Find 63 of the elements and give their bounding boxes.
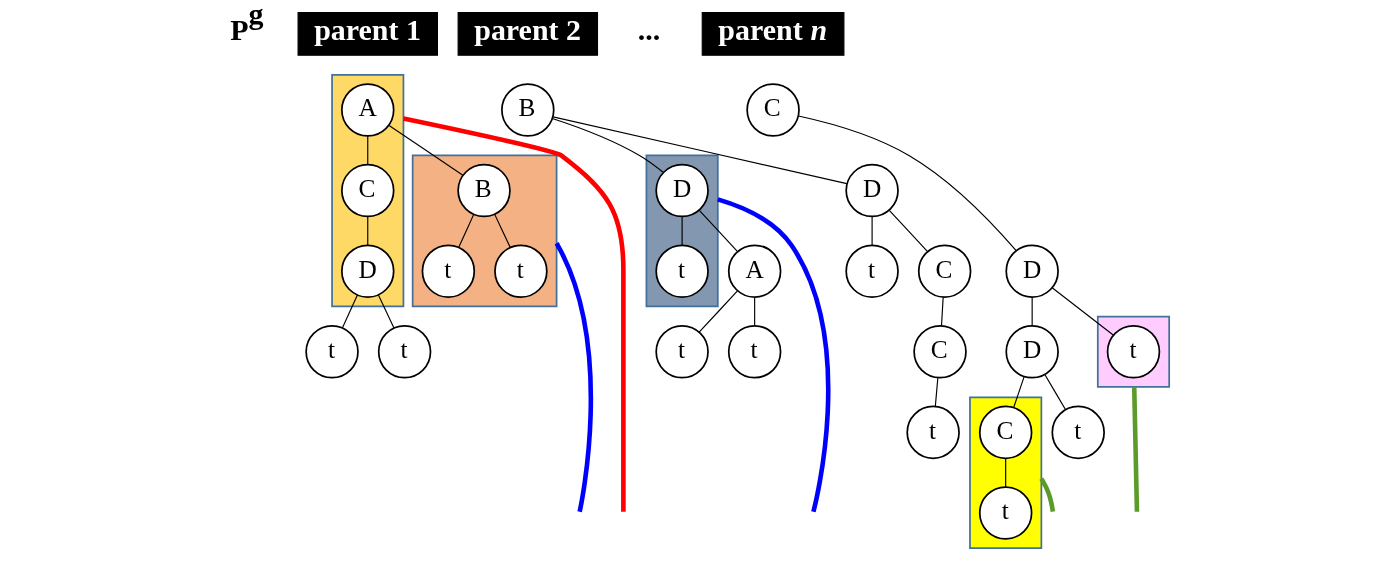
connector [367, 135, 369, 166]
connector [871, 215, 873, 246]
node-circle: D [655, 163, 709, 218]
cluster [969, 396, 1043, 549]
connector [388, 124, 464, 176]
node-circle: t [494, 244, 548, 298]
node-circle: C [917, 244, 972, 298]
cluster [411, 154, 558, 308]
node-circle: B [457, 163, 511, 218]
connector [377, 294, 395, 329]
node-circle: C [978, 405, 1033, 460]
node-circle: B [501, 83, 555, 137]
node-circle: t [305, 325, 359, 379]
connector [458, 213, 475, 248]
node-circle: C [340, 163, 395, 218]
node-circle: t [1106, 325, 1161, 379]
node-circle: D [340, 244, 395, 298]
node-circle: t [655, 244, 709, 298]
connector [1044, 374, 1067, 411]
node-circle: A [727, 244, 782, 298]
connector [494, 213, 511, 248]
connector [698, 209, 739, 253]
node-circle: D [1005, 244, 1059, 298]
connector [341, 294, 358, 329]
cluster [1096, 315, 1171, 388]
connector [1131, 386, 1140, 512]
node-circle: t [906, 405, 960, 460]
connector [552, 116, 848, 185]
node-circle: A [340, 83, 395, 137]
label: ... [637, 13, 661, 47]
node-circle: C [913, 325, 967, 379]
connector [717, 197, 831, 513]
node-circle: t [978, 486, 1033, 540]
connector [1005, 457, 1007, 488]
node-circle: t [655, 325, 709, 379]
node-circle: D [845, 163, 899, 218]
connector [940, 296, 944, 327]
node-circle: t [727, 325, 782, 379]
connector [1013, 376, 1025, 409]
connector [797, 115, 1017, 252]
connector [1031, 296, 1033, 327]
node-box: parent 2 [457, 12, 599, 56]
connector [681, 215, 683, 246]
node-box: parent n [701, 12, 845, 56]
connector [402, 116, 626, 512]
connector [754, 296, 756, 327]
node-circle: t [377, 325, 432, 379]
connector [551, 117, 664, 173]
cluster [645, 154, 719, 308]
node-circle: D [1005, 325, 1059, 379]
connector [1039, 477, 1056, 513]
connector [554, 242, 593, 513]
node-circle: t [845, 244, 899, 298]
node-circle: t [1051, 405, 1105, 460]
connector [934, 377, 939, 407]
node-circle: C [746, 83, 800, 137]
node-box: parent 1 [297, 12, 438, 56]
cluster [331, 74, 405, 308]
connector [1051, 287, 1115, 336]
node-circle: t [421, 244, 476, 298]
connector [367, 215, 369, 246]
connector [698, 290, 739, 333]
connector [888, 209, 929, 253]
